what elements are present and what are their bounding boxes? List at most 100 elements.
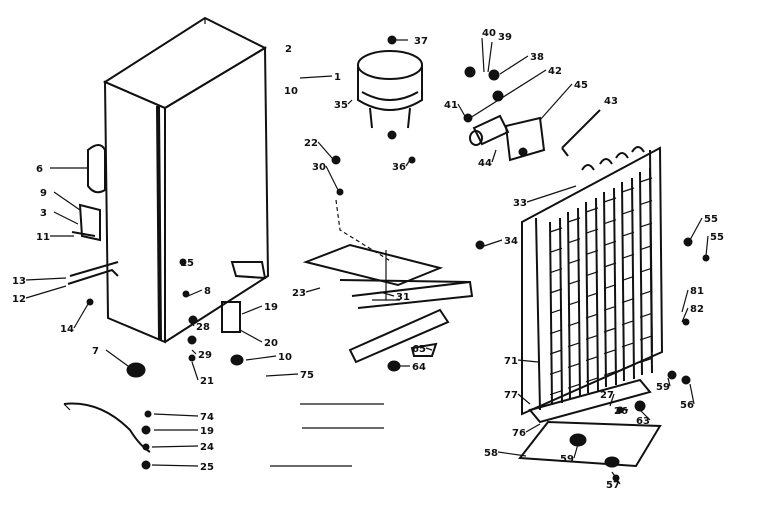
condenser-fin: [603, 262, 617, 268]
leader-line: [457, 103, 467, 119]
part-number-label: 13: [12, 276, 26, 287]
condenser-fin: [567, 217, 581, 223]
part-number-label: 19: [264, 302, 278, 313]
part-number-label: 9: [40, 188, 47, 199]
leader-line: [239, 329, 263, 343]
leader-line: [517, 393, 531, 405]
leader-line: [526, 185, 577, 203]
leader-line: [25, 285, 67, 299]
condenser-fin: [621, 297, 635, 304]
part-number-label: 41: [444, 100, 458, 111]
condenser-fin: [549, 227, 563, 233]
condenser-fin: [603, 197, 617, 203]
leader-line: [53, 191, 81, 211]
condenser-coil-row: [621, 177, 635, 382]
part-number-label: 8: [204, 286, 211, 297]
part-number-label: 1: [334, 72, 341, 83]
condenser-fin: [567, 362, 581, 369]
part-number-label: 21: [200, 376, 214, 387]
part-number-label: 34: [504, 236, 518, 247]
leader-line: [347, 99, 353, 105]
condenser-fin: [549, 308, 563, 314]
part-number-label: 55: [710, 232, 724, 243]
part-number-label: 81: [690, 286, 704, 297]
leader-line: [689, 383, 695, 405]
condenser-fin: [585, 334, 599, 340]
condenser-fin: [639, 312, 653, 318]
part-number-label: 20: [264, 338, 278, 349]
condenser-fin: [639, 177, 653, 183]
condenser-assembly: [521, 146, 710, 424]
condenser-fin: [549, 288, 563, 294]
part-number-label: 12: [12, 294, 26, 305]
part-number-label: 37: [414, 36, 428, 47]
part-number-label: 33: [513, 198, 527, 209]
compressor-assembly: [357, 35, 423, 164]
condenser-fin: [639, 199, 653, 206]
part-number-label: 19: [200, 426, 214, 437]
part-number-label: 14: [60, 324, 74, 335]
part-number-label: 38: [530, 52, 544, 63]
leader-line: [573, 443, 579, 459]
condenser-fin: [567, 321, 581, 327]
condenser-fin: [639, 267, 653, 273]
part-number-label: 30: [312, 162, 326, 173]
leader-line: [265, 373, 299, 377]
part-number-label: 65: [412, 344, 426, 355]
condenser-fin: [639, 357, 653, 364]
part-number-label: 71: [504, 356, 518, 367]
condenser-fin: [585, 355, 599, 362]
part-number-label: 40: [482, 28, 496, 39]
part-number-label: 45: [574, 80, 588, 91]
part-number-label: 74: [200, 412, 214, 423]
leader-line: [681, 289, 689, 313]
part-number-label: 59: [560, 454, 574, 465]
condenser-fin: [585, 313, 599, 319]
leader-line: [73, 303, 89, 329]
leader-line: [405, 159, 411, 167]
condenser-fin: [621, 187, 635, 193]
part-number-label: 58: [484, 448, 498, 459]
part-number-label: 36: [392, 162, 406, 173]
condenser-fin: [585, 292, 599, 298]
drain-pan-parts: [518, 420, 662, 482]
leader-line: [241, 305, 263, 315]
condenser-fin: [585, 271, 599, 277]
leader-line: [153, 413, 199, 417]
condenser-fin: [603, 349, 617, 355]
part-number-label: 64: [412, 362, 426, 373]
condenser-fin: [549, 247, 563, 253]
base-frame-assembly: [302, 155, 485, 372]
part-number-label: 55: [704, 214, 718, 225]
part-number-label: 22: [304, 138, 318, 149]
condenser-fin: [603, 240, 617, 246]
part-number-label: 6: [36, 164, 43, 175]
condenser-fin: [639, 222, 653, 228]
leader-line: [425, 347, 433, 351]
leader-line: [497, 451, 527, 457]
condenser-fin: [603, 219, 617, 225]
leader-line: [245, 355, 277, 361]
leader-line: [191, 361, 199, 381]
tubing-parts: [63, 402, 384, 470]
part-number-label: 44: [478, 158, 492, 169]
condenser-fin: [585, 228, 599, 234]
leader-line: [483, 239, 503, 247]
part-number-label: 76: [512, 428, 526, 439]
condenser-coil-row: [639, 167, 653, 376]
part-number-label: 59: [656, 382, 670, 393]
condenser-fin: [621, 342, 635, 348]
leader-line: [609, 393, 615, 407]
condenser-fin: [621, 364, 635, 370]
part-number-label: 39: [498, 32, 512, 43]
part-number-label: 63: [636, 416, 650, 427]
condenser-fin: [639, 335, 653, 341]
condenser-fin: [603, 370, 617, 376]
condenser-fin: [585, 249, 599, 256]
condenser-fin: [621, 253, 635, 259]
condenser-fin: [567, 300, 581, 306]
cabinet-assembly: [67, 16, 270, 378]
leader-line: [379, 291, 395, 297]
leader-line: [53, 211, 79, 225]
